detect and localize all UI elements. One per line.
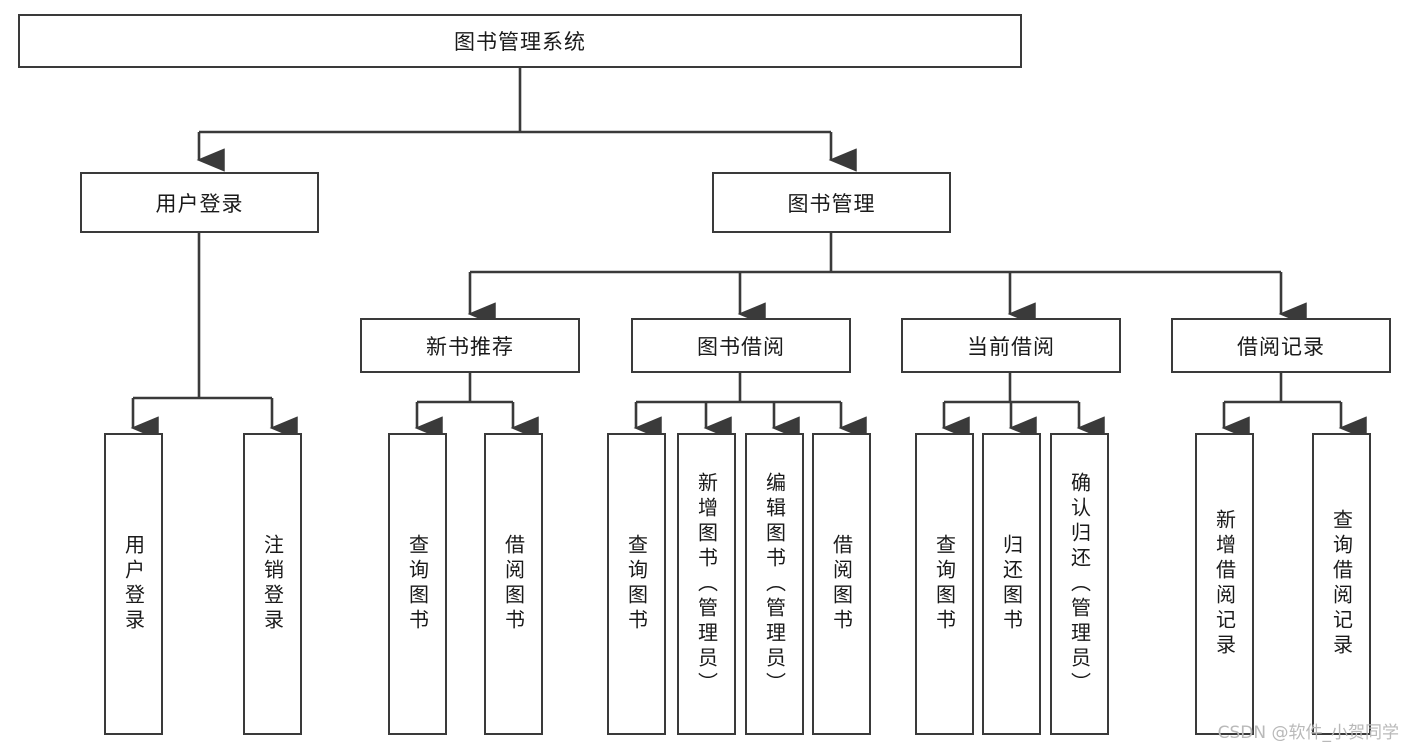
- node-label: 编辑图书（管理员）: [762, 471, 787, 697]
- node-label: 查询图书: [932, 534, 957, 634]
- leaf-borrow-borrow-book[interactable]: 借阅图书: [812, 433, 871, 735]
- node-label: 确认归还（管理员）: [1067, 471, 1092, 697]
- leaf-borrow-add-book-admin[interactable]: 新增图书（管理员）: [677, 433, 736, 735]
- node-label: 用户登录: [121, 534, 146, 634]
- watermark: CSDN @软件_小贺同学: [1217, 723, 1399, 743]
- node-new-book-recommend[interactable]: 新书推荐: [360, 318, 580, 373]
- node-label: 新书推荐: [426, 334, 514, 359]
- leaf-user-login-logout[interactable]: 注销登录: [243, 433, 302, 735]
- node-book-management[interactable]: 图书管理: [712, 172, 951, 233]
- node-label: 注销登录: [260, 534, 285, 634]
- node-book-borrow[interactable]: 图书借阅: [631, 318, 851, 373]
- node-label: 图书管理系统: [454, 30, 586, 54]
- node-label: 查询借阅记录: [1329, 509, 1354, 659]
- node-label: 用户登录: [155, 191, 244, 216]
- node-label: 借阅图书: [829, 534, 854, 634]
- node-root-book-management-system[interactable]: 图书管理系统: [18, 14, 1022, 68]
- node-label: 图书借阅: [697, 334, 785, 359]
- node-user-login[interactable]: 用户登录: [80, 172, 319, 233]
- node-label: 新增借阅记录: [1212, 509, 1237, 659]
- node-label: 新增图书（管理员）: [694, 471, 719, 697]
- leaf-new-book-query[interactable]: 查询图书: [388, 433, 447, 735]
- node-label: 图书管理: [787, 191, 876, 216]
- leaf-new-book-borrow[interactable]: 借阅图书: [484, 433, 543, 735]
- leaf-records-add-record[interactable]: 新增借阅记录: [1195, 433, 1254, 735]
- node-borrow-records[interactable]: 借阅记录: [1171, 318, 1391, 373]
- node-label: 借阅记录: [1237, 334, 1325, 359]
- node-label: 当前借阅: [967, 334, 1055, 359]
- leaf-borrow-query-book[interactable]: 查询图书: [607, 433, 666, 735]
- node-current-borrow[interactable]: 当前借阅: [901, 318, 1121, 373]
- node-label: 归还图书: [999, 534, 1024, 634]
- node-label: 查询图书: [624, 534, 649, 634]
- leaf-current-confirm-return-admin[interactable]: 确认归还（管理员）: [1050, 433, 1109, 735]
- node-label: 借阅图书: [501, 534, 526, 634]
- leaf-records-query-record[interactable]: 查询借阅记录: [1312, 433, 1371, 735]
- node-label: 查询图书: [405, 534, 430, 634]
- leaf-current-query-book[interactable]: 查询图书: [915, 433, 974, 735]
- leaf-current-return-book[interactable]: 归还图书: [982, 433, 1041, 735]
- leaf-borrow-edit-book-admin[interactable]: 编辑图书（管理员）: [745, 433, 804, 735]
- leaf-user-login-login[interactable]: 用户登录: [104, 433, 163, 735]
